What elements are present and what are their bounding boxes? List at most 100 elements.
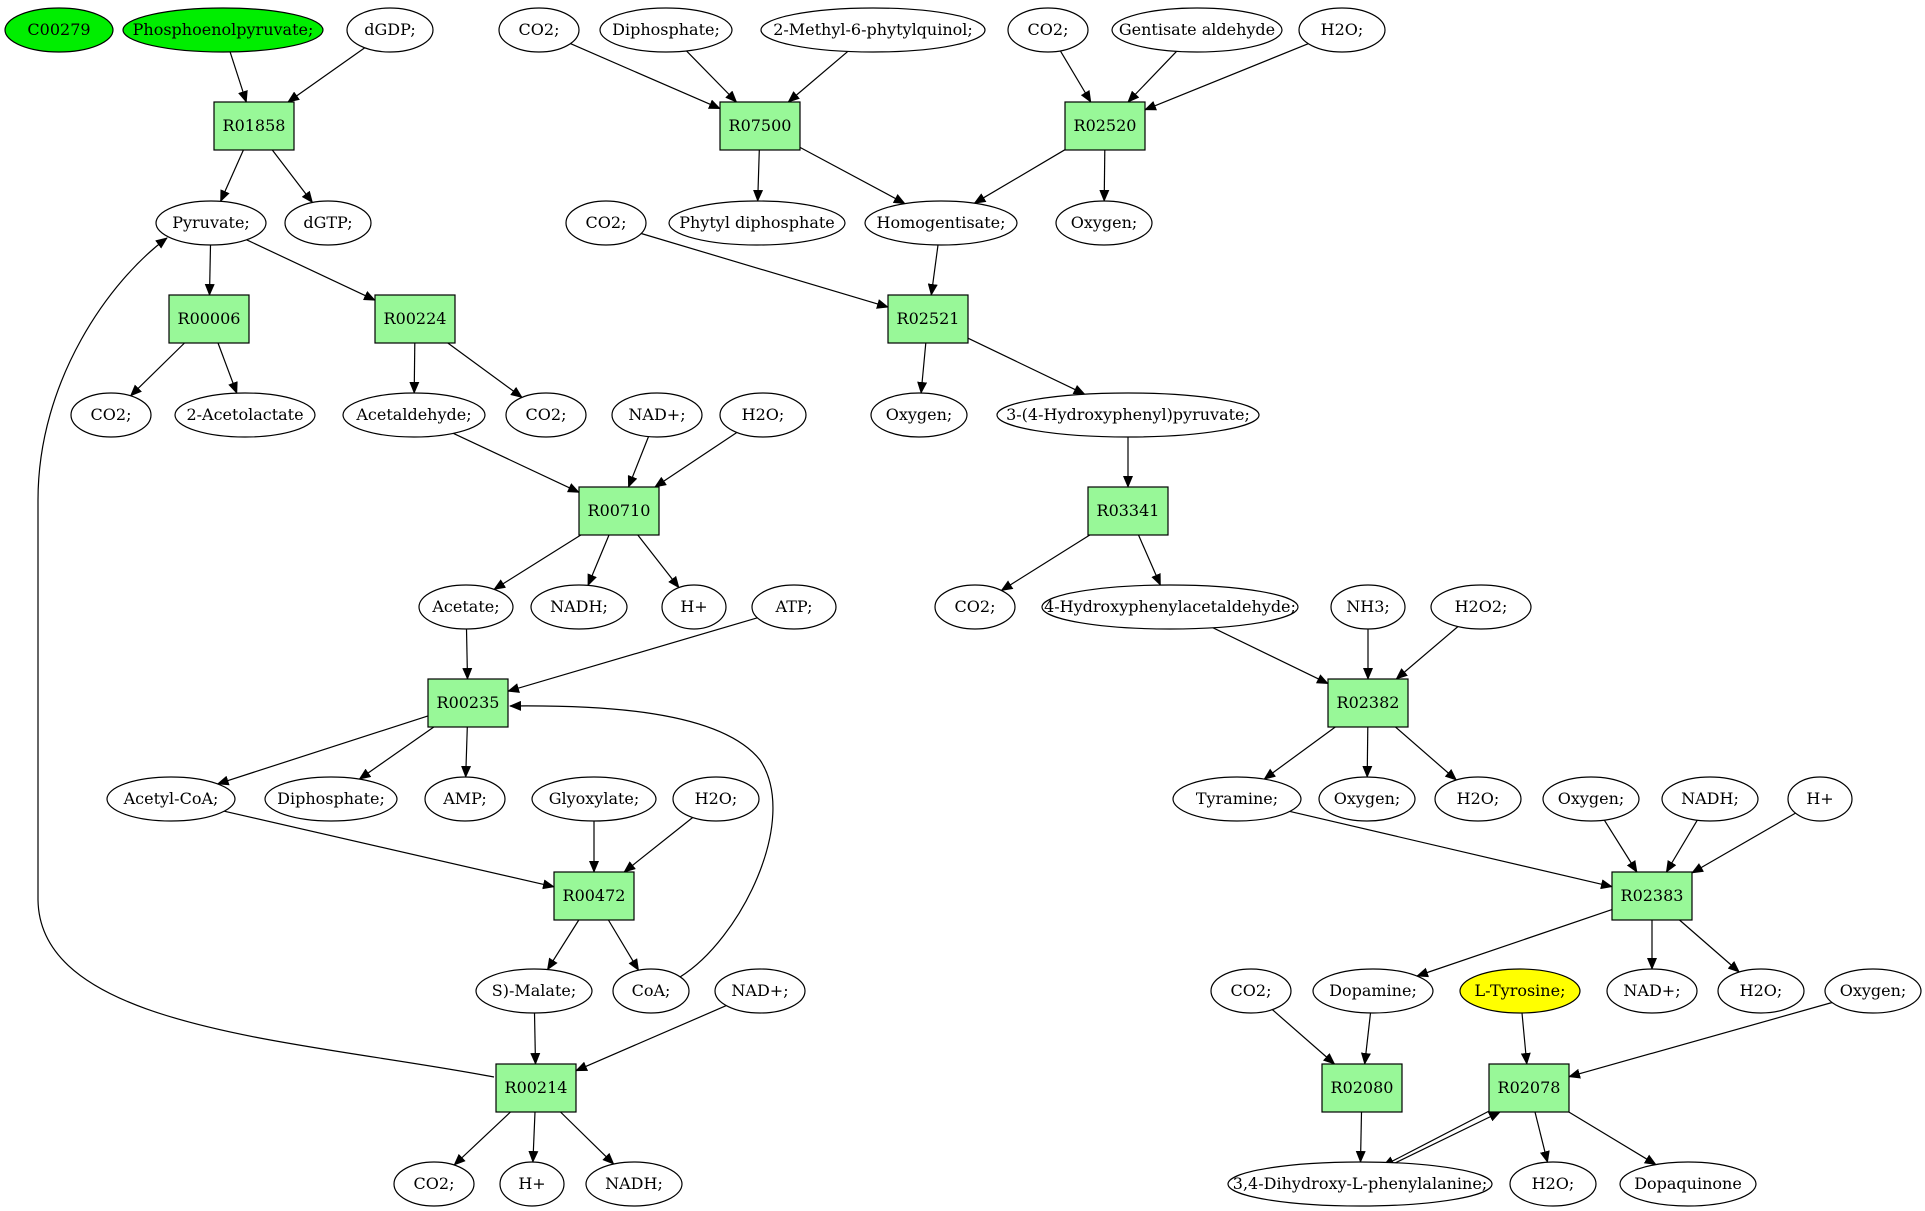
compound-ellipse[interactable] [155,200,267,246]
compound-ellipse[interactable] [996,392,1260,438]
compound-ellipse[interactable] [1111,7,1283,53]
compound-ellipse[interactable] [934,584,1016,630]
compound-ellipse[interactable] [531,776,657,822]
reaction-node-r03341[interactable]: R03341 [1087,486,1169,536]
compound-node-oxygen_c[interactable]: Oxygen; [1318,776,1416,822]
compound-ellipse[interactable] [505,392,587,438]
compound-node-hpp[interactable]: 3-(4-Hydroxyphenyl)pyruvate; [996,392,1260,438]
compound-ellipse[interactable] [751,584,837,630]
compound-ellipse[interactable] [4,7,114,53]
reaction-node-r00214[interactable]: R00214 [495,1063,577,1113]
compound-node-phytyl_dp[interactable]: Phytyl diphosphate [668,200,846,246]
compound-ellipse[interactable] [1619,1161,1757,1207]
reaction-box[interactable] [1611,871,1693,921]
compound-ellipse[interactable] [424,776,506,822]
reaction-box[interactable] [213,101,295,151]
compound-node-co2_g[interactable]: CO2; [1210,968,1292,1014]
reaction-node-r00224[interactable]: R00224 [374,294,456,344]
compound-node-tyramine[interactable]: Tyramine; [1172,776,1302,822]
compound-ellipse[interactable] [661,584,727,630]
compound-ellipse[interactable] [418,584,514,630]
compound-ellipse[interactable] [612,968,690,1014]
compound-node-h2o_f[interactable]: H2O; [1509,1161,1597,1207]
compound-ellipse[interactable] [864,200,1018,246]
compound-node-oxygen_d[interactable]: Oxygen; [1542,776,1640,822]
compound-ellipse[interactable] [1542,776,1640,822]
reaction-box[interactable] [887,294,969,344]
compound-node-gentisate[interactable]: Gentisate aldehyde [1111,7,1283,53]
compound-ellipse[interactable] [174,392,316,438]
compound-node-acetolactate[interactable]: 2-Acetolactate [174,392,316,438]
compound-node-diphos_b[interactable]: Diphosphate; [264,776,398,822]
reaction-box[interactable] [1327,678,1409,728]
compound-ellipse[interactable] [1824,968,1922,1014]
compound-ellipse[interactable] [1430,584,1532,630]
compound-node-pep[interactable]: Phosphoenolpyruvate; [122,7,324,53]
reaction-box[interactable] [719,101,801,151]
compound-node-h2o_c[interactable]: H2O; [672,776,760,822]
compound-node-hplus_a[interactable]: H+ [661,584,727,630]
compound-node-co2_h[interactable]: CO2; [393,1161,475,1207]
compound-ellipse[interactable] [719,392,807,438]
compound-ellipse[interactable] [1606,968,1698,1014]
compound-node-nadp_c[interactable]: NAD+; [1606,968,1698,1014]
reaction-node-r02383[interactable]: R02383 [1611,871,1693,921]
compound-ellipse[interactable] [475,968,593,1014]
compound-node-h2o2[interactable]: H2O2; [1430,584,1532,630]
compound-node-dopaquinone[interactable]: Dopaquinone [1619,1161,1757,1207]
compound-node-nadh_b[interactable]: NADH; [1661,776,1759,822]
compound-ellipse[interactable] [1717,968,1805,1014]
compound-node-amp[interactable]: AMP; [424,776,506,822]
compound-node-dopamine[interactable]: Dopamine; [1312,968,1434,1014]
compound-node-diphos_a[interactable]: Diphosphate; [599,7,733,53]
reaction-box[interactable] [578,486,660,536]
compound-ellipse[interactable] [1227,1161,1493,1207]
compound-node-h2o_d[interactable]: H2O; [1434,776,1522,822]
compound-node-methylphytyl[interactable]: 2-Methyl-6-phytylquinol; [760,7,986,53]
reaction-node-r02080[interactable]: R02080 [1321,1063,1403,1113]
compound-ellipse[interactable] [611,392,703,438]
reaction-box[interactable] [1087,486,1169,536]
compound-node-nadp_a[interactable]: NAD+; [611,392,703,438]
reaction-node-r00472[interactable]: R00472 [553,871,635,921]
compound-ellipse[interactable] [530,584,628,630]
compound-ellipse[interactable] [264,776,398,822]
compound-node-co2_a[interactable]: CO2; [498,7,580,53]
compound-ellipse[interactable] [1055,200,1153,246]
reaction-node-r02520[interactable]: R02520 [1064,101,1146,151]
compound-ellipse[interactable] [498,7,580,53]
compound-node-h2o_a[interactable]: H2O; [1298,7,1386,53]
compound-node-co2_f[interactable]: CO2; [934,584,1016,630]
compound-ellipse[interactable] [1007,7,1089,53]
compound-node-acetaldehyde[interactable]: Acetaldehyde; [342,392,486,438]
reaction-box[interactable] [1488,1063,1570,1113]
compound-node-glyoxylate[interactable]: Glyoxylate; [531,776,657,822]
compound-node-co2_c[interactable]: CO2; [565,200,647,246]
reaction-box[interactable] [553,871,635,921]
reaction-node-r01858[interactable]: R01858 [213,101,295,151]
compound-ellipse[interactable] [106,776,236,822]
compound-node-hplus_c[interactable]: H+ [499,1161,565,1207]
compound-ellipse[interactable] [870,392,968,438]
compound-node-co2_d[interactable]: CO2; [70,392,152,438]
compound-ellipse[interactable] [1661,776,1759,822]
compound-node-co2_b[interactable]: CO2; [1007,7,1089,53]
compound-ellipse[interactable] [1330,584,1406,630]
compound-node-dgdp[interactable]: dGDP; [346,7,434,53]
compound-node-nadh_c[interactable]: NADH; [585,1161,683,1207]
compound-ellipse[interactable] [1041,584,1299,630]
compound-node-oxygen_b[interactable]: Oxygen; [870,392,968,438]
reaction-node-r00710[interactable]: R00710 [578,486,660,536]
compound-node-acetate[interactable]: Acetate; [418,584,514,630]
compound-node-c00279[interactable]: C00279 [4,7,114,53]
compound-ellipse[interactable] [1787,776,1853,822]
compound-node-h2o_b[interactable]: H2O; [719,392,807,438]
compound-node-oxygen_a[interactable]: Oxygen; [1055,200,1153,246]
compound-ellipse[interactable] [565,200,647,246]
compound-node-coa[interactable]: CoA; [612,968,690,1014]
reaction-node-r02382[interactable]: R02382 [1327,678,1409,728]
compound-ellipse[interactable] [1172,776,1302,822]
reaction-node-r02078[interactable]: R02078 [1488,1063,1570,1113]
compound-ellipse[interactable] [346,7,434,53]
compound-node-oxygen_e[interactable]: Oxygen; [1824,968,1922,1014]
